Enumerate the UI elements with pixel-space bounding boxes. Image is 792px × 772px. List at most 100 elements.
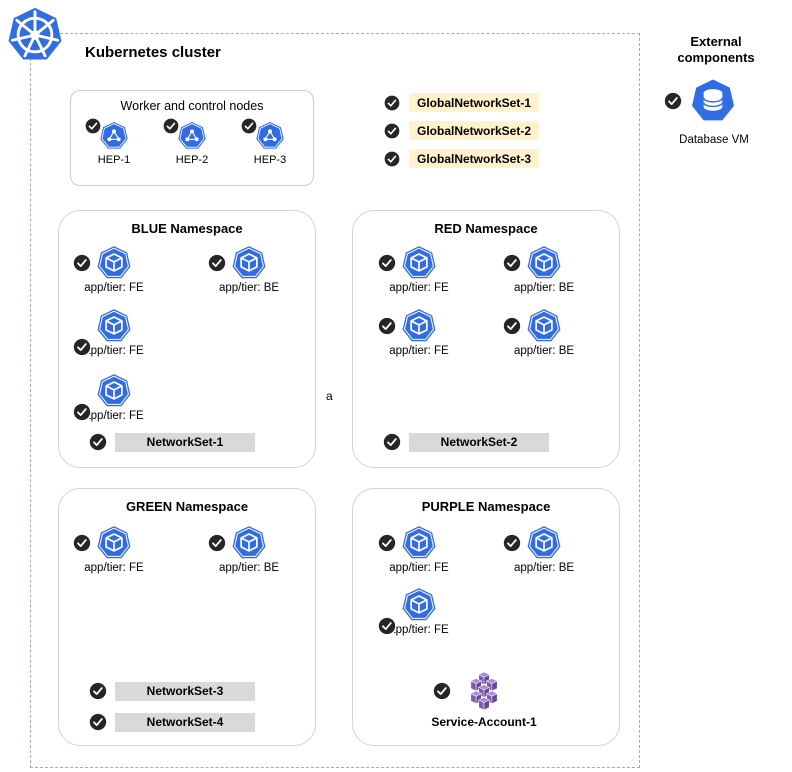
pod: app/tier: FE <box>371 525 467 574</box>
check-icon <box>377 316 397 336</box>
check-icon <box>377 253 397 273</box>
network-set-label: NetworkSet-2 <box>409 432 549 452</box>
namespace-title: PURPLE Namespace <box>421 499 551 514</box>
pod-label: app/tier: FE <box>389 345 449 357</box>
worker-nodes-row: HEP-1 HEP-2 HEP-3 <box>71 121 313 166</box>
check-icon <box>383 122 401 140</box>
node-icon <box>255 121 285 151</box>
pod-icon <box>401 525 437 561</box>
pod-icon <box>96 308 132 344</box>
pod-icon <box>401 587 437 623</box>
pod: app/tier: FE <box>371 587 467 636</box>
namespace-purple: PURPLE Namespace app/tier: FE app/tier: … <box>352 488 620 746</box>
pod-label: app/tier: FE <box>389 282 449 294</box>
pod-label: app/tier: FE <box>84 282 144 294</box>
pod-icon <box>96 373 132 409</box>
worker-nodes-group: Worker and control nodes HEP-1 HEP-2 HEP… <box>70 90 314 186</box>
network-set-row: NetworkSet-2 <box>382 432 549 452</box>
global-network-set-row: GlobalNetworkSet-3 <box>383 149 540 168</box>
worker-nodes-title: Worker and control nodes <box>120 99 264 113</box>
pod-icon <box>96 525 132 561</box>
pod-label: app/tier: BE <box>218 282 280 294</box>
check-icon <box>84 117 102 135</box>
namespace-red: RED Namespace app/tier: FE app/tier: BE … <box>352 210 620 468</box>
node-label: HEP-3 <box>253 154 287 166</box>
external-components-title: External components <box>677 34 755 66</box>
service-account-label: Service-Account-1 <box>431 715 537 729</box>
check-icon <box>88 432 108 452</box>
network-set-row: NetworkSet-4 <box>88 712 255 732</box>
network-set-row: NetworkSet-3 <box>88 681 255 701</box>
global-network-sets: GlobalNetworkSet-1 GlobalNetworkSet-2 Gl… <box>383 93 540 177</box>
pod: app/tier: FE <box>66 373 162 422</box>
pod: app/tier: BE <box>201 245 297 294</box>
pod-label: app/tier: BE <box>513 282 575 294</box>
check-icon <box>377 616 397 636</box>
network-set-label: NetworkSet-4 <box>115 712 255 732</box>
pod-label: app/tier: BE <box>513 345 575 357</box>
global-network-set-label: GlobalNetworkSet-3 <box>409 149 540 168</box>
node-hep-3: HEP-3 <box>242 121 298 166</box>
check-icon <box>88 681 108 701</box>
pod-label: app/tier: FE <box>389 624 449 636</box>
check-icon <box>240 117 258 135</box>
pod: app/tier: FE <box>66 525 162 574</box>
pod: app/tier: FE <box>371 308 467 357</box>
check-icon <box>88 712 108 732</box>
pod-icon <box>231 245 267 281</box>
node-icon <box>177 121 207 151</box>
check-icon <box>72 253 92 273</box>
pod: app/tier: FE <box>371 245 467 294</box>
check-icon <box>383 94 401 112</box>
pod-icon <box>526 308 562 344</box>
pod-icon <box>526 245 562 281</box>
database-vm-label: Database VM <box>679 134 749 146</box>
pod-icon <box>231 525 267 561</box>
network-set-label: NetworkSet-1 <box>115 432 255 452</box>
node-icon <box>99 121 129 151</box>
node-hep-1: HEP-1 <box>86 121 142 166</box>
global-network-set-row: GlobalNetworkSet-1 <box>383 93 540 112</box>
check-icon <box>663 91 683 111</box>
check-icon <box>207 253 227 273</box>
check-icon <box>377 533 397 553</box>
network-set-label: NetworkSet-3 <box>115 681 255 701</box>
check-icon <box>72 337 92 357</box>
kubernetes-cluster-boundary: Kubernetes cluster <box>30 33 640 768</box>
namespace-title: RED Namespace <box>434 221 538 236</box>
check-icon <box>502 533 522 553</box>
pod: app/tier: BE <box>496 308 592 357</box>
pod-icon <box>526 525 562 561</box>
pod-label: app/tier: FE <box>84 410 144 422</box>
service-account-icon <box>467 671 501 711</box>
network-set-row: NetworkSet-1 <box>88 432 255 452</box>
cluster-title: Kubernetes cluster <box>85 44 221 61</box>
pod-label: app/tier: FE <box>84 345 144 357</box>
pod: app/tier: BE <box>201 525 297 574</box>
kubernetes-logo-icon <box>6 6 64 64</box>
pod-label: app/tier: FE <box>84 562 144 574</box>
pod-icon <box>96 245 132 281</box>
pod-label: app/tier: FE <box>389 562 449 574</box>
database-vm-icon <box>690 78 736 124</box>
namespace-green: GREEN Namespace app/tier: FE app/tier: B… <box>58 488 316 746</box>
pod: app/tier: BE <box>496 525 592 574</box>
global-network-set-label: GlobalNetworkSet-2 <box>409 121 540 140</box>
namespace-title: GREEN Namespace <box>125 499 249 514</box>
annotation-a: a <box>326 389 333 403</box>
check-icon <box>72 402 92 422</box>
check-icon <box>432 681 452 701</box>
node-label: HEP-1 <box>97 154 131 166</box>
global-network-set-label: GlobalNetworkSet-1 <box>409 93 540 112</box>
namespace-title: BLUE Namespace <box>131 221 243 236</box>
pod: app/tier: BE <box>496 245 592 294</box>
check-icon <box>162 117 180 135</box>
check-icon <box>502 316 522 336</box>
pod: app/tier: FE <box>66 245 162 294</box>
check-icon <box>383 150 401 168</box>
pod-label: app/tier: BE <box>513 562 575 574</box>
pod-icon <box>401 308 437 344</box>
pod-icon <box>401 245 437 281</box>
check-icon <box>502 253 522 273</box>
